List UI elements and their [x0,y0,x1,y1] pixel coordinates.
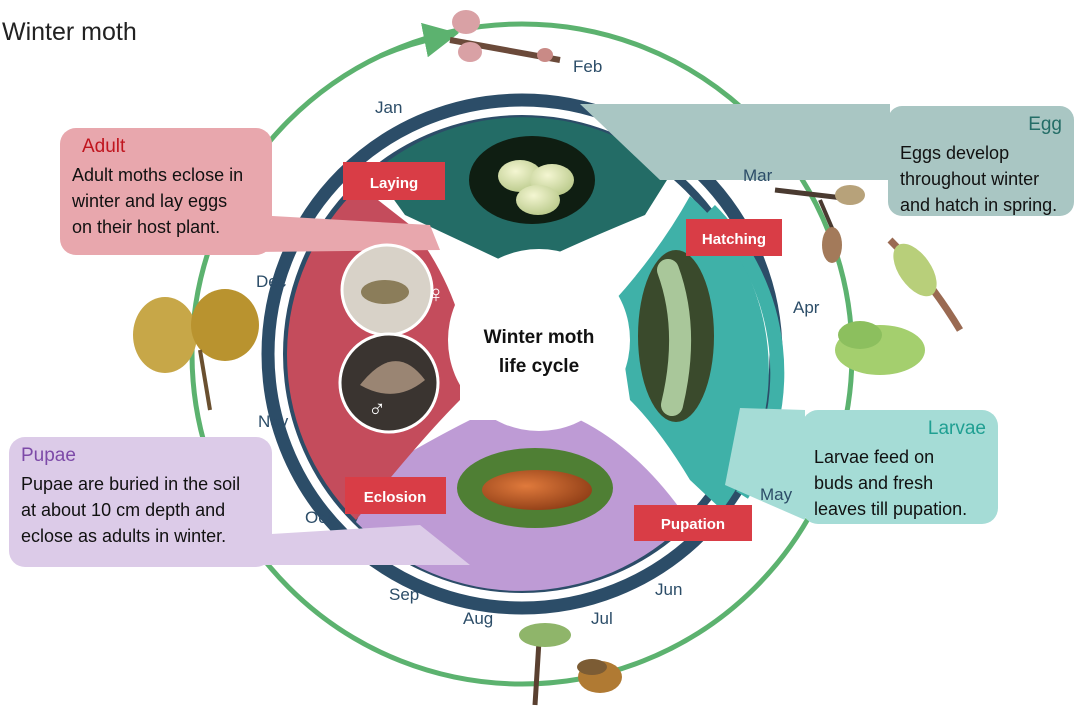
female-symbol: ♀ [427,281,445,308]
larvae-text-line: Larvae feed on [814,444,986,470]
egg-heading: Egg [900,114,1062,136]
adult-text-line: Adult moths eclose in [72,162,260,188]
shoot-apr [885,236,960,330]
month-jul: Jul [591,609,613,628]
pupae-heading: Pupae [21,445,260,467]
month-jan: Jan [375,98,402,117]
larvae-info-box: Larvae Larvae feed on buds and fresh lea… [802,410,998,524]
larvae-text-line: buds and fresh [814,470,986,496]
direction-arrow [380,36,445,56]
page-title: Winter moth [2,18,137,47]
egg-text-line: and hatch in spring. [900,192,1062,218]
caterpillar [668,270,680,405]
bud-feb [450,10,560,62]
male-symbol: ♂ [368,396,386,423]
pupation-label: Pupation [661,516,725,533]
month-jun: Jun [655,580,682,599]
pupae-text-line: eclose as adults in winter. [21,523,260,549]
center-title-line2: life cycle [499,356,579,377]
month-nov: Nov [258,412,289,431]
pupa [482,470,592,510]
month-apr: Apr [793,298,820,317]
adult-info-box: Adult Adult moths eclose in winter and l… [60,128,272,255]
adult-heading: Adult [72,136,260,158]
larvae-text-line: leaves till pupation. [814,496,986,522]
larvae-heading: Larvae [814,418,986,440]
month-mar: Mar [743,166,773,185]
laying-label: Laying [370,175,418,192]
adult-text-line: on their host plant. [72,214,260,240]
egg-info-box: Egg Eggs develop throughout winter and h… [888,106,1074,216]
month-aug: Aug [463,609,493,628]
leaf-may [835,321,925,375]
pupae-info-box: Pupae Pupae are buried in the soil at ab… [9,437,272,567]
pupae-text-line: Pupae are buried in the soil [21,471,260,497]
month-dec: Dec [256,272,287,291]
hatching-label: Hatching [702,231,766,248]
month-feb: Feb [573,57,602,76]
pupae-text-line: at about 10 cm depth and [21,497,260,523]
month-sep: Sep [389,585,419,604]
female-moth [361,280,409,304]
egg-3 [516,185,560,215]
egg-text-line: Eggs develop [900,140,1062,166]
center-title-line1: Winter moth [484,327,595,348]
month-may: May [760,485,793,504]
month-oct: Oct [305,508,332,527]
bud-mar [775,185,865,263]
adult-connector [255,215,440,252]
adult-text-line: winter and lay eggs [72,188,260,214]
eclosion-label: Eclosion [364,489,427,506]
egg-text-line: throughout winter [900,166,1062,192]
acorn-aug [519,623,622,705]
